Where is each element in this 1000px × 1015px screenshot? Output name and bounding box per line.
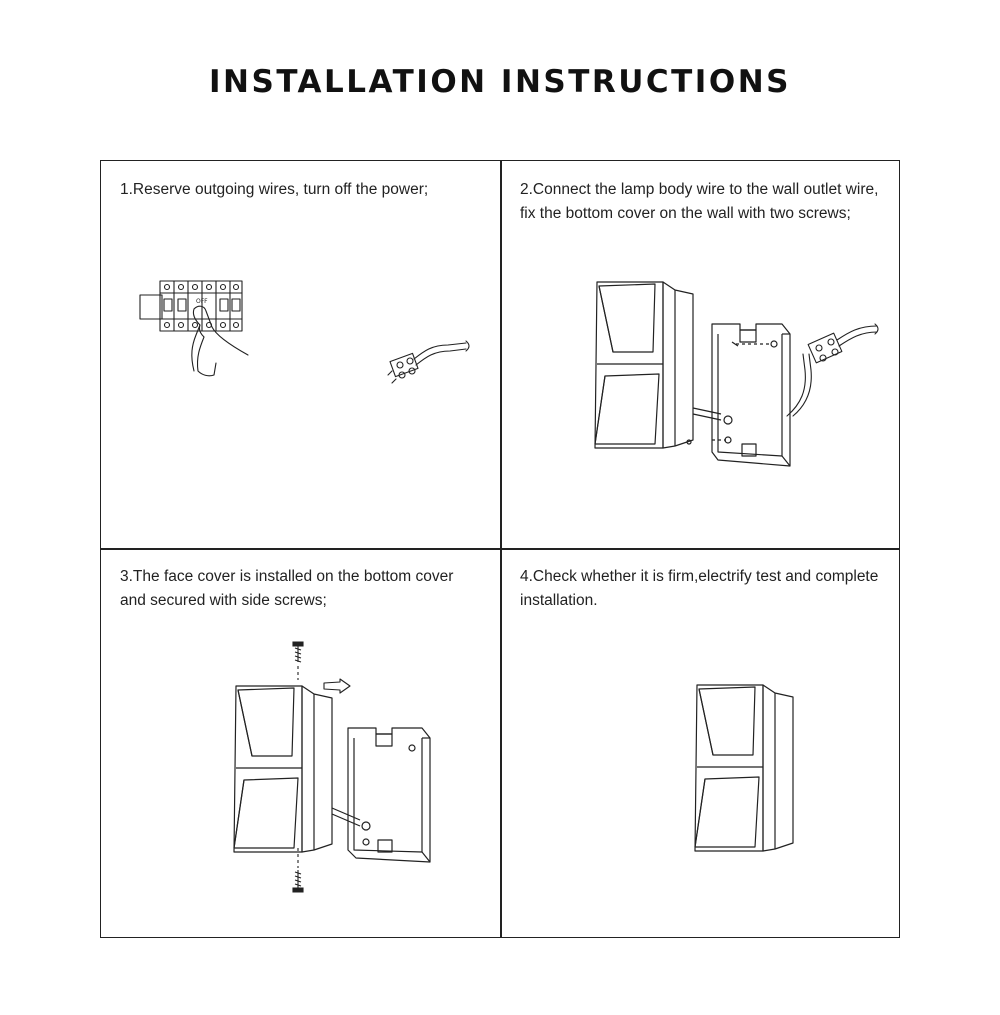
outgoing-wire-icon — [388, 335, 473, 387]
breaker-panel-icon: OFF — [138, 275, 253, 385]
page-title: INSTALLATION INSTRUCTIONS — [209, 64, 791, 100]
face-cover-icon — [232, 684, 334, 854]
step-4-text: 4.Check whether it is firm,electrify tes… — [520, 568, 879, 609]
installed-lamp-icon — [693, 683, 795, 853]
slide-arrow-icon — [322, 678, 352, 694]
step-3-text: 3.The face cover is installed on the bot… — [120, 568, 454, 609]
step-2-text: 2.Connect the lamp body wire to the wall… — [520, 181, 879, 222]
bottom-side-screw-icon — [290, 848, 306, 894]
breaker-off-label: OFF — [196, 298, 208, 305]
step-1-text: 1.Reserve outgoing wires, turn off the p… — [120, 181, 429, 198]
bottom-cover-assembly-icon — [346, 724, 432, 864]
lamp-body-icon — [593, 280, 695, 450]
top-side-screw-icon — [290, 640, 306, 680]
bottom-cover-icon — [710, 320, 795, 468]
grid-divider-horizontal — [101, 548, 899, 550]
wall-wire-connector-icon — [785, 318, 885, 418]
instruction-grid — [100, 160, 900, 938]
